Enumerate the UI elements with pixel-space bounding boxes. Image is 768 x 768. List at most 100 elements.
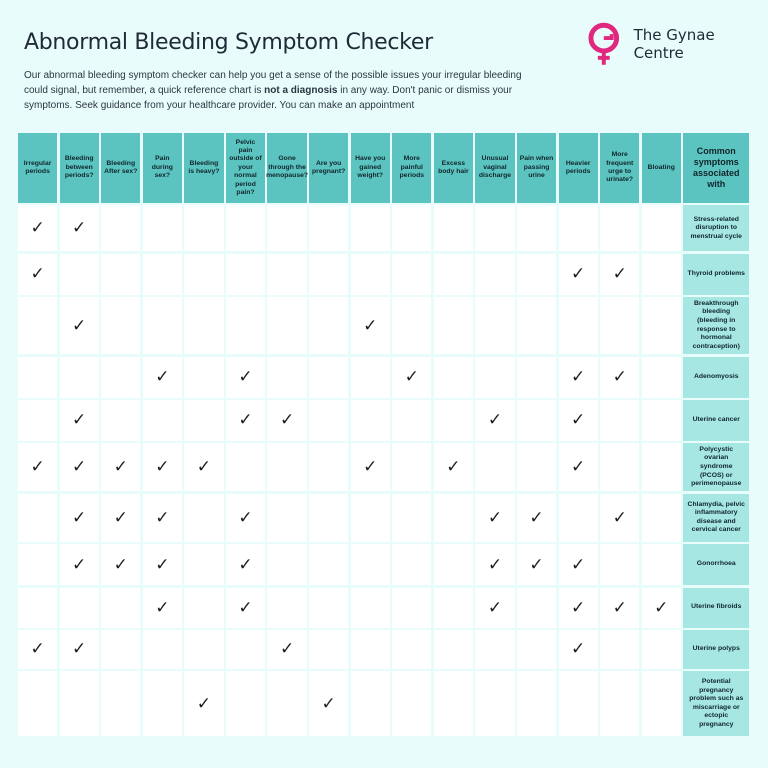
check-mark-cell: ✓ [475, 587, 515, 628]
check-mark-cell: ✓ [59, 443, 99, 492]
empty-cell [309, 356, 349, 398]
empty-cell [641, 443, 681, 492]
intro-bold-text: not a diagnosis [264, 85, 338, 96]
empty-cell [184, 629, 224, 669]
brand-logo[interactable]: The Gynae Centre [586, 22, 768, 66]
empty-cell [267, 205, 307, 252]
condition-label: Gonorrhoea [683, 544, 750, 586]
check-mark-cell: ✓ [225, 587, 266, 628]
empty-cell [59, 253, 99, 295]
empty-cell [475, 356, 515, 398]
empty-cell [433, 493, 473, 542]
check-mark-cell: ✓ [18, 205, 58, 252]
empty-cell [516, 399, 557, 441]
empty-cell [350, 493, 390, 542]
check-mark-cell: ✓ [59, 399, 99, 441]
empty-cell [267, 443, 307, 492]
empty-cell [350, 629, 390, 669]
check-mark-cell: ✓ [350, 443, 390, 492]
check-mark-cell: ✓ [142, 544, 182, 586]
check-mark-cell: ✓ [558, 356, 598, 398]
empty-cell [59, 587, 99, 628]
empty-cell [516, 205, 557, 252]
empty-cell [18, 356, 58, 398]
check-mark-cell: ✓ [600, 356, 640, 398]
check-mark-cell: ✓ [558, 253, 598, 295]
column-header: More frequent urge to urinate? [600, 133, 640, 203]
check-mark-cell: ✓ [225, 399, 266, 441]
empty-cell [142, 253, 182, 295]
empty-cell [59, 671, 99, 737]
empty-cell [309, 443, 349, 492]
empty-cell [350, 356, 390, 398]
check-mark-cell: ✓ [475, 399, 515, 441]
check-mark-cell: ✓ [59, 297, 99, 355]
column-header: Bleeding After sex? [101, 133, 141, 203]
column-header: Gone through the menopause? [266, 133, 308, 203]
empty-cell [267, 544, 307, 586]
empty-cell [309, 253, 349, 295]
empty-cell [101, 399, 141, 441]
empty-cell [184, 205, 224, 252]
empty-cell [142, 629, 182, 669]
empty-cell [475, 205, 515, 252]
empty-cell [184, 253, 224, 295]
empty-cell [267, 253, 307, 295]
empty-cell [184, 493, 224, 542]
empty-cell [309, 399, 349, 441]
check-mark-cell: ✓ [267, 399, 307, 441]
empty-cell [641, 297, 681, 355]
empty-cell [392, 493, 432, 542]
empty-cell [267, 671, 307, 737]
empty-cell [433, 629, 473, 669]
empty-cell [309, 493, 349, 542]
female-symbol-logo-icon [588, 22, 620, 65]
empty-cell [433, 297, 473, 355]
empty-cell [309, 205, 349, 252]
check-mark-cell: ✓ [600, 587, 640, 628]
empty-cell [18, 671, 58, 737]
condition-label: Stress-related disruption to menstrual c… [683, 205, 750, 252]
empty-cell [18, 297, 58, 355]
empty-cell [392, 671, 432, 737]
column-header: Bleeding is heavy? [184, 133, 224, 203]
check-mark-cell: ✓ [350, 297, 390, 355]
empty-cell [558, 671, 598, 737]
empty-cell [225, 253, 266, 295]
empty-cell [641, 253, 681, 295]
empty-cell [392, 399, 432, 441]
empty-cell [267, 493, 307, 542]
check-mark-cell: ✓ [225, 493, 266, 542]
empty-cell [350, 399, 390, 441]
check-mark-cell: ✓ [600, 493, 640, 542]
empty-cell [516, 671, 557, 737]
empty-cell [101, 253, 141, 295]
check-mark-cell: ✓ [267, 629, 307, 669]
condition-label: Adenomyosis [683, 356, 750, 398]
empty-cell [18, 587, 58, 628]
check-mark-cell: ✓ [516, 493, 557, 542]
check-mark-cell: ✓ [516, 544, 557, 586]
brand-name: The Gynae Centre [633, 26, 715, 62]
check-mark-cell: ✓ [142, 587, 182, 628]
empty-cell [18, 493, 58, 542]
empty-cell [641, 544, 681, 586]
check-mark-cell: ✓ [558, 629, 598, 669]
empty-cell [600, 399, 640, 441]
empty-cell [101, 205, 141, 252]
empty-cell [392, 205, 432, 252]
empty-cell [600, 443, 640, 492]
empty-cell [184, 544, 224, 586]
empty-cell [641, 493, 681, 542]
empty-cell [142, 671, 182, 737]
condition-label: Uterine polyps [683, 629, 750, 669]
check-mark-cell: ✓ [225, 544, 266, 586]
empty-cell [475, 297, 515, 355]
empty-cell [101, 671, 141, 737]
check-mark-cell: ✓ [18, 629, 58, 669]
condition-label: Chlamydia, pelvic inflammatory disease a… [683, 493, 750, 542]
column-header: Pain during sex? [142, 133, 182, 203]
empty-cell [18, 544, 58, 586]
empty-cell [267, 297, 307, 355]
empty-cell [475, 671, 515, 737]
